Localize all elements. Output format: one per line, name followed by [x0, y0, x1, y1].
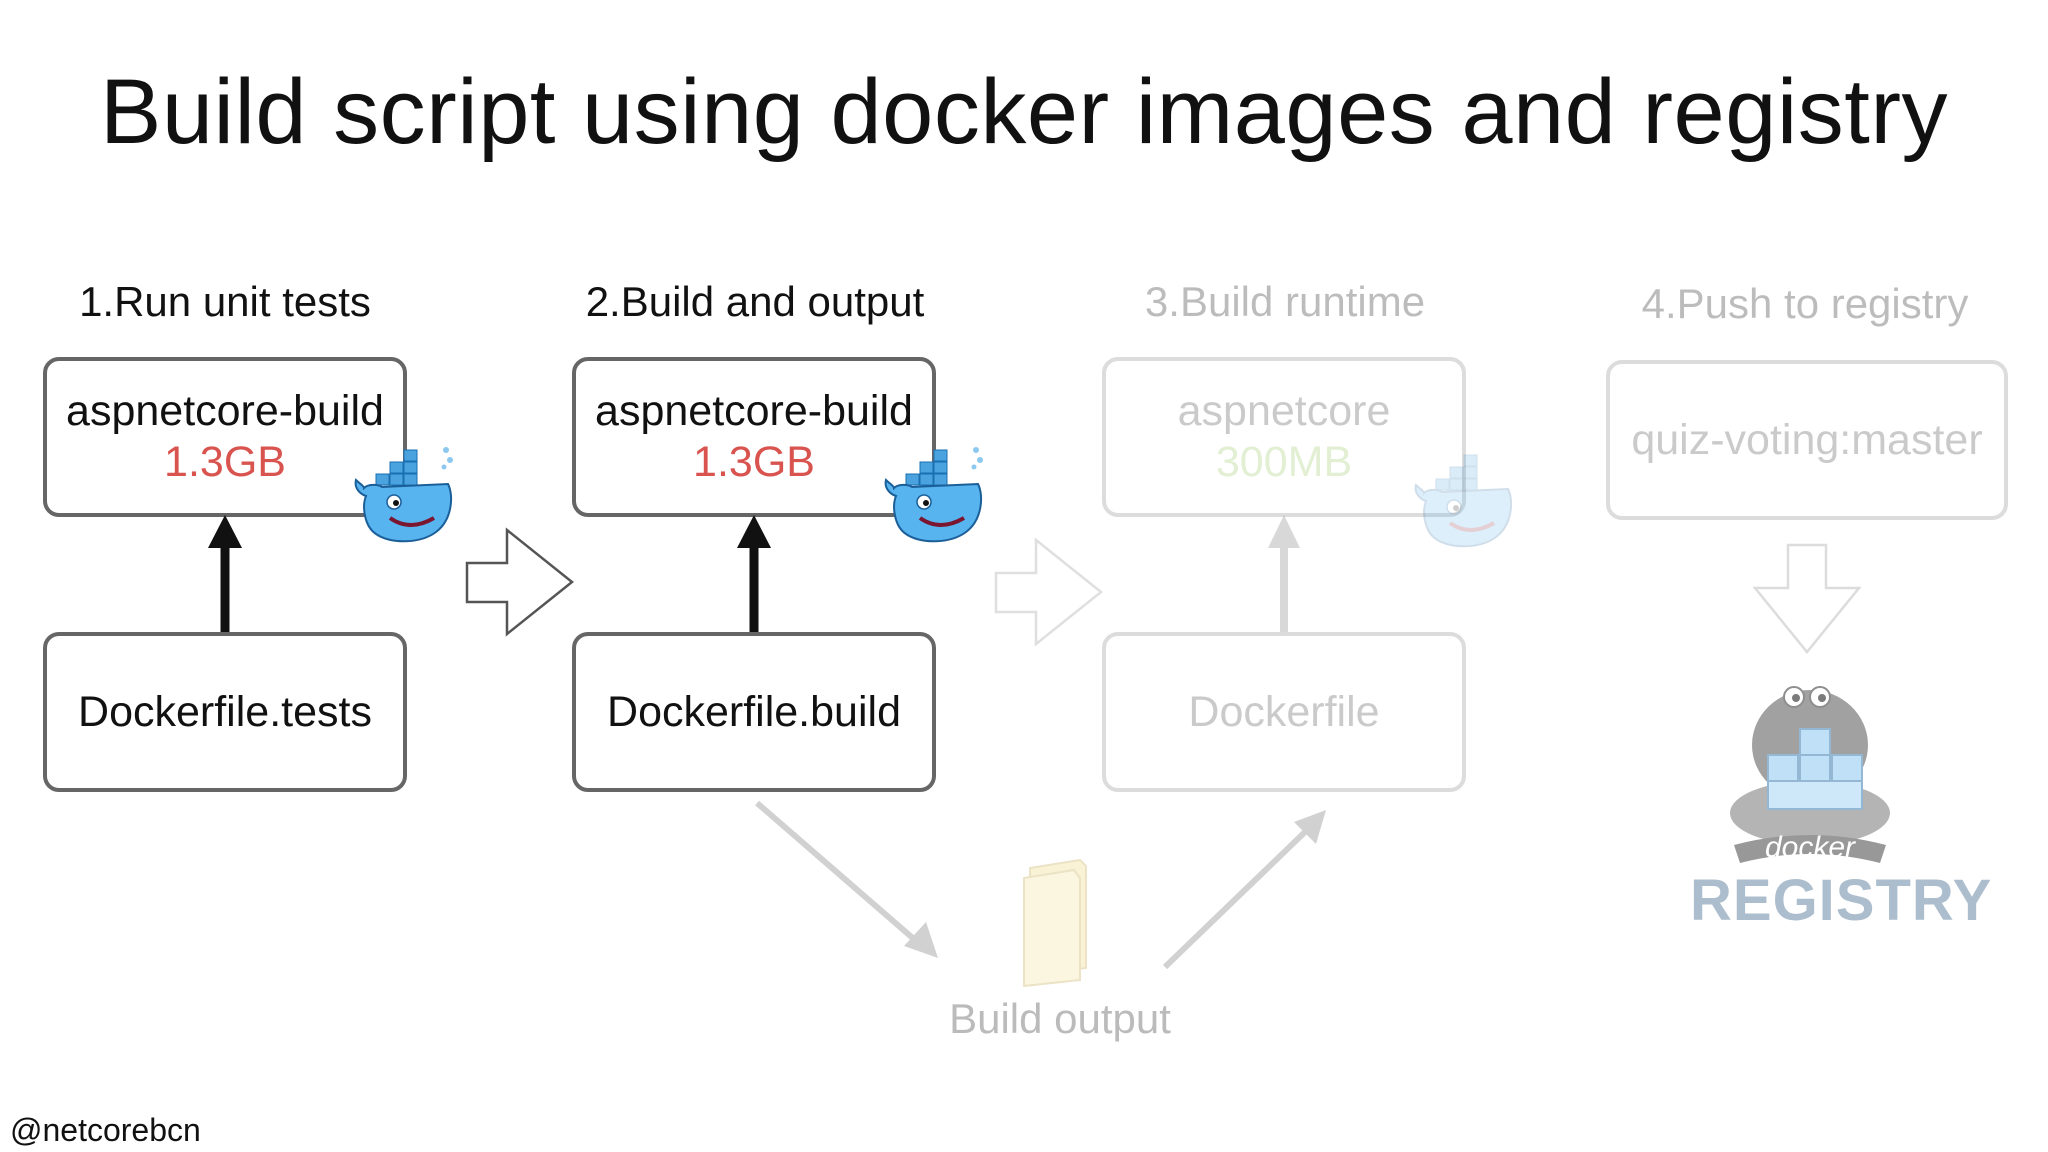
docker-whale-icon	[884, 447, 983, 543]
step-1-image-box: aspnetcore-build 1.3GB	[43, 357, 407, 517]
step-1-dockerfile-name: Dockerfile.tests	[78, 687, 372, 736]
step-4-label: 4.Push to registry	[1641, 280, 1969, 327]
step-3-image-name: aspnetcore	[1177, 387, 1391, 436]
step-1-image-size: 1.3GB	[164, 438, 286, 486]
registry-shell-icon	[1730, 686, 1890, 863]
step-2-image-name: aspnetcore-build	[595, 387, 913, 436]
step-2-label: 2.Build and output	[585, 278, 925, 325]
step-4-image-name: quiz-voting:master	[1631, 415, 1983, 464]
step-3-up-arrow	[1268, 515, 1300, 632]
right-hollow-arrow-icon	[465, 527, 575, 637]
registry-logo-bottom-text: REGISTRY	[1690, 868, 1993, 933]
docker-whale-icon	[1414, 454, 1513, 548]
step-1-up-arrow	[208, 515, 242, 632]
step-3-dockerfile-name: Dockerfile	[1188, 687, 1380, 736]
step-2-dockerfile-box: Dockerfile.build	[572, 632, 936, 792]
step-3-image-size: 300MB	[1215, 438, 1353, 486]
step-1-image-name: aspnetcore-build	[66, 387, 384, 436]
registry-logo-top-text: docker	[1764, 831, 1856, 864]
slide-title: Build script using docker images and reg…	[100, 61, 1948, 163]
step-3-image-box: aspnetcore 300MB	[1102, 357, 1466, 517]
step-2-image-size: 1.3GB	[693, 438, 815, 486]
step-3-label: 3.Build runtime	[1144, 278, 1426, 325]
from-build-output-arrow	[1162, 810, 1326, 970]
folder-icon	[1023, 858, 1087, 988]
docker-whale-icon	[354, 447, 453, 543]
build-output-label: Build output	[949, 995, 1171, 1042]
step-1-label: 1.Run unit tests	[79, 278, 371, 325]
step-1-dockerfile-box: Dockerfile.tests	[43, 632, 407, 792]
to-build-output-arrow	[755, 800, 938, 958]
twitter-handle: @netcorebcn	[10, 1112, 201, 1148]
step-2-up-arrow	[737, 515, 771, 632]
down-hollow-arrow-icon	[1752, 543, 1862, 654]
step-3-dockerfile-box: Dockerfile	[1102, 632, 1466, 792]
step-4-image-box: quiz-voting:master	[1606, 360, 2008, 520]
docker-registry-logo: docker REGISTRY	[1690, 675, 1993, 945]
step-2-dockerfile-name: Dockerfile.build	[607, 687, 901, 736]
right-hollow-arrow-icon	[994, 537, 1104, 647]
